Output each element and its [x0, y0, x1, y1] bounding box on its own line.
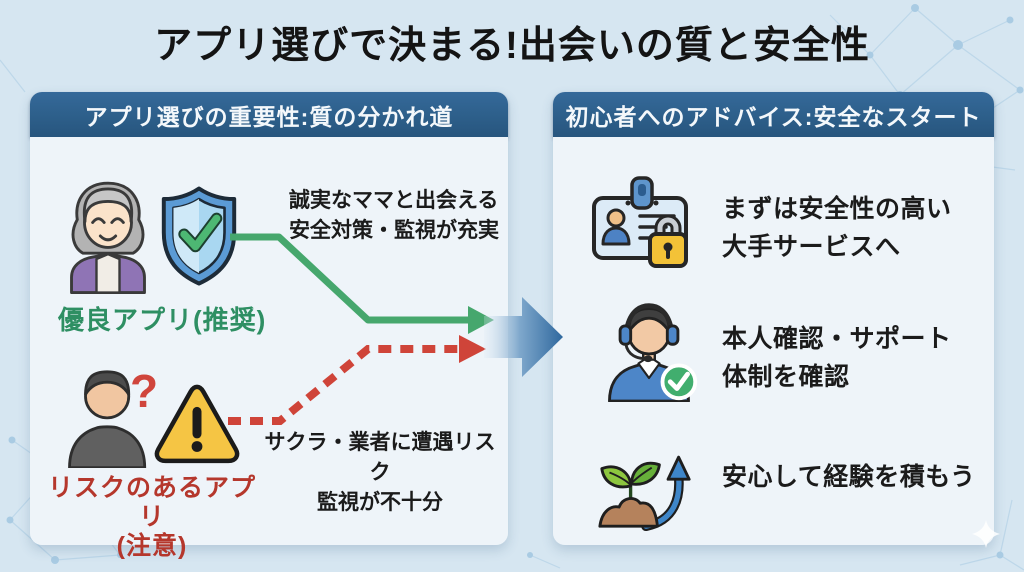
sparkle-icon [972, 520, 1000, 548]
question-mark: ? [130, 365, 159, 417]
risky-app-description-line1: サクラ・業者に遭遇リスク [264, 431, 496, 484]
advice-item-1-line1: まずは安全性の高い [722, 195, 952, 223]
id-card-lock-icon [592, 176, 688, 268]
support-agent-check-icon [608, 303, 698, 402]
good-app-description: 誠実なママと出会える 安全対策・監視が充実 [289, 186, 499, 246]
advice-item-2-line2: 体制を確認 [722, 363, 850, 391]
risky-app-label-line1: リスクのあるアプリ [47, 474, 256, 531]
risky-app-label: リスクのあるアプリ (注意) [38, 474, 266, 561]
risky-app-description-line2: 監視が不十分 [317, 491, 443, 514]
person-silhouette-icon [68, 370, 147, 468]
risky-app-description: サクラ・業者に遭遇リスク 監視が不十分 [256, 428, 504, 518]
good-app-description-line1: 誠実なママと出会える [289, 189, 499, 212]
right-panel-header: 初心者へのアドバイス:安全なスタート [553, 92, 994, 137]
advice-item-2-text: 本人確認・サポート 体制を確認 [722, 320, 952, 396]
shield-check-icon [161, 186, 237, 286]
advice-item-1-line2: 大手サービスへ [722, 233, 901, 261]
risky-app-label-line2: (注意) [116, 532, 188, 560]
left-panel-header: アプリ選びの重要性:質の分かれ道 [30, 92, 508, 137]
advice-item-3-line1: 安心して経験を積もう [722, 463, 976, 491]
sprout-growth-arrow-icon [598, 455, 691, 532]
page-title: アプリ選びで決まる!出会いの質と安全性 [154, 25, 870, 67]
good-app-description-line2: 安全対策・監視が充実 [289, 219, 499, 242]
grandma-icon [70, 181, 146, 294]
advice-item-1-text: まずは安全性の高い 大手サービスへ [722, 190, 952, 266]
warning-triangle-icon [154, 384, 240, 464]
advice-item-2-line1: 本人確認・サポート [722, 325, 952, 353]
advice-item-3-text: 安心して経験を積もう [722, 458, 976, 496]
right-panel-header-label: 初心者へのアドバイス:安全なスタート [565, 103, 982, 130]
left-panel-header-label: アプリ選びの重要性:質の分かれ道 [84, 103, 454, 130]
good-app-label: 優良アプリ(推奨) [58, 305, 267, 335]
